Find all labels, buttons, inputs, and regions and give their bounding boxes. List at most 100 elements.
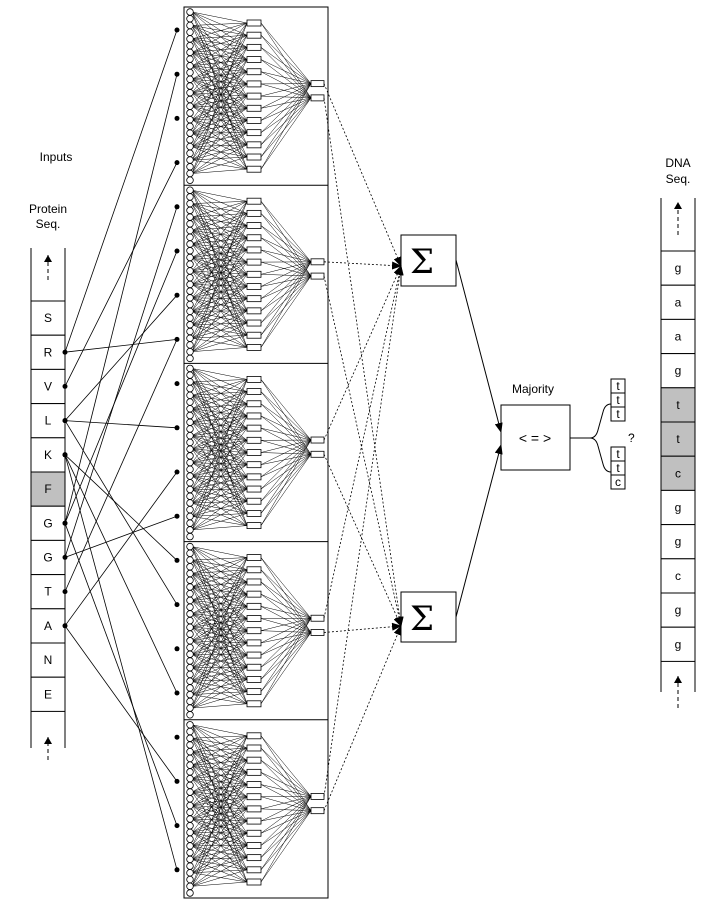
input-neuron	[186, 549, 194, 558]
weight-edge	[191, 772, 248, 793]
weight-edge	[260, 261, 312, 287]
input-neuron	[186, 815, 194, 823]
weight-edge	[191, 47, 248, 80]
weight-edge	[260, 97, 312, 158]
ellipsis-mark	[201, 441, 206, 457]
weight-edge	[191, 22, 248, 40]
hidden-neuron	[246, 258, 262, 266]
input-neuron	[186, 835, 194, 843]
weight-edge	[191, 391, 248, 410]
hidden-neuron	[246, 375, 262, 383]
weight-edge	[191, 772, 248, 806]
weight-edge	[191, 297, 248, 299]
weight-edge	[191, 213, 248, 285]
weight-edge	[191, 381, 248, 392]
weight-edge	[191, 440, 248, 517]
sigma-symbol: Σ	[410, 242, 434, 282]
weight-edge	[191, 642, 248, 682]
hidden-neuron	[246, 141, 262, 149]
weight-edge	[191, 559, 248, 571]
weight-edge	[260, 618, 312, 668]
input-neuron	[186, 768, 194, 776]
input-neuron	[186, 505, 194, 514]
weight-edge	[191, 845, 248, 883]
ellipsis-mark	[209, 798, 214, 813]
sequence-cell	[660, 250, 696, 286]
ellipsis-mark	[201, 798, 206, 813]
input-tap	[62, 589, 68, 595]
sigma-symbol: Σ	[410, 599, 434, 639]
weight-edge	[191, 435, 248, 453]
weight-edge	[191, 464, 248, 504]
sequence-cell	[30, 676, 66, 712]
sum-to-majority-connection	[455, 444, 503, 618]
weight-edge	[191, 791, 248, 834]
weight-edge	[191, 501, 248, 531]
weight-edge	[191, 59, 248, 134]
input-neuron	[186, 193, 194, 201]
weight-edge	[191, 22, 248, 134]
weight-edge	[191, 784, 248, 860]
input-neuron	[186, 754, 194, 763]
sequence-cell	[660, 626, 696, 662]
weight-edge	[191, 34, 248, 53]
output-to-sum-edge	[323, 625, 402, 811]
weight-edge	[191, 203, 248, 214]
weight-edge	[260, 83, 312, 133]
sequence-cell	[660, 284, 696, 320]
input-terminal	[174, 381, 180, 387]
weight-edge	[191, 65, 248, 85]
input-neuron	[186, 89, 194, 97]
input-neuron	[186, 526, 194, 534]
weight-edge	[260, 427, 312, 441]
hidden-neuron	[246, 270, 262, 278]
hidden-neuron	[246, 104, 262, 112]
weight-edge	[191, 586, 248, 631]
input-neuron	[186, 240, 194, 248]
input-terminal	[174, 778, 180, 784]
input-neuron	[186, 156, 194, 164]
weight-edge	[191, 857, 248, 860]
weight-edge	[191, 322, 248, 339]
weight-edge	[260, 415, 312, 441]
ellipsis-mark	[205, 85, 210, 100]
sequence-cell-label: S	[44, 311, 52, 325]
hidden-neuron	[246, 615, 262, 622]
input-neuron	[186, 341, 194, 349]
weight-edge	[191, 334, 248, 352]
input-neuron	[186, 458, 194, 467]
input-terminal	[174, 557, 180, 563]
weight-edge	[191, 119, 248, 146]
sequence-cell-label: A	[44, 619, 52, 633]
weight-edge	[191, 869, 248, 887]
weight-edge	[191, 310, 248, 352]
weight-edge	[191, 79, 248, 121]
hidden-neuron	[246, 676, 262, 683]
hidden-neuron	[246, 153, 262, 161]
weight-edge	[191, 724, 248, 749]
input-neuron	[186, 314, 194, 322]
weight-edge	[191, 845, 248, 871]
weight-edge	[191, 452, 248, 531]
weight-edge	[191, 422, 248, 502]
weight-edge	[260, 201, 312, 277]
input-neuron	[186, 21, 194, 30]
weight-edge	[191, 422, 248, 465]
weight-edge	[260, 213, 312, 277]
weight-edge	[191, 791, 248, 797]
weight-edge	[191, 297, 248, 312]
weight-edge	[260, 454, 312, 465]
sequence-cell	[660, 421, 696, 457]
weight-edge	[191, 25, 248, 109]
weight-edge	[260, 632, 312, 692]
weight-edge	[191, 395, 248, 441]
ellipsis-mark	[205, 441, 210, 457]
weight-edge	[191, 408, 248, 453]
input-tap	[62, 452, 68, 458]
output-neuron	[310, 807, 325, 815]
weight-edge	[191, 257, 248, 263]
weight-edge	[191, 35, 248, 107]
input-neuron	[186, 41, 194, 50]
weight-edge	[191, 408, 248, 417]
weight-edge	[260, 796, 312, 846]
